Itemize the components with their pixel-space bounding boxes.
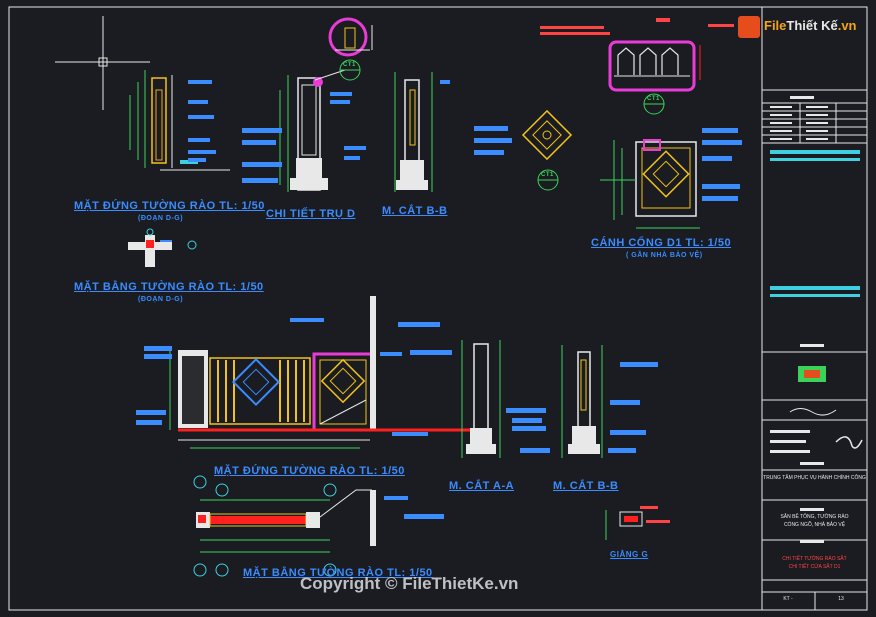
title-section-bb: M. CẮT B-B xyxy=(553,480,619,492)
tag-ct1-b-text: CT1 xyxy=(541,172,554,178)
gate-ornament-diamond xyxy=(521,109,573,161)
grid-axis-markers xyxy=(193,475,337,577)
detail-tag-ct1-b xyxy=(537,169,559,191)
filethietke-logo-icon xyxy=(738,16,760,38)
detail-tag-ct1-c xyxy=(643,93,665,115)
title-block-project-2: CỔNG NGÕ, NHÀ BẢO VỆ xyxy=(783,522,846,528)
title-block-org: TRUNG TÂM PHỤC VỤ HÀNH CHÍNH CÔNG xyxy=(763,475,866,481)
title-block-project-1: SÂN BÊ TÔNG, TƯỜNG RÀO xyxy=(780,514,849,520)
fence-elevation-drawing xyxy=(169,296,470,449)
filethietke-logo: FileThiết Kế.vn xyxy=(738,14,858,42)
title-pillar-detail: CHI TIẾT TRỤ D xyxy=(266,208,356,220)
logo-text-vn: .vn xyxy=(837,18,857,33)
tag-ct1-c-text: CT1 xyxy=(647,96,660,102)
section-aa-drawing xyxy=(461,340,501,458)
annotation-tags-ornament xyxy=(474,126,512,155)
title-section-bb-top: M. CẮT B-B xyxy=(382,205,448,217)
beam-g-drawing xyxy=(605,506,670,540)
signature-scribble xyxy=(835,436,863,449)
title-beam-g: GIẰNG G xyxy=(610,550,649,559)
annotation-tags-dg xyxy=(188,80,216,162)
gate-leaf-d1-drawing xyxy=(600,139,700,229)
title-fence-plan: MẶT BẰNG TƯỜNG RÀO TL: 1/50 xyxy=(243,567,433,579)
title-block-placeholder-text xyxy=(770,96,828,543)
subtitle-gate-leaf: ( GẦN NHÀ BẢO VỆ) xyxy=(626,252,703,259)
annotation-tags-sections xyxy=(506,362,658,453)
signature-mark xyxy=(789,408,837,416)
title-block-bands xyxy=(770,150,860,297)
section-bb-top-drawing xyxy=(394,72,450,192)
title-block-sheet-2: CHI TIẾT CỬA SẮT D1 xyxy=(788,564,841,570)
logo-text-file: File xyxy=(764,18,787,33)
title-block-sheet-number: 13 xyxy=(838,596,844,602)
logo-text-thietke: Thiết Kế xyxy=(786,18,838,33)
fence-elevation-dg-drawing xyxy=(129,70,230,171)
annotation-tags-fence xyxy=(136,318,452,436)
title-section-aa: M. CẮT A-A xyxy=(449,480,515,492)
title-gate-leaf: CÁNH CỔNG D1 TL: 1/50 xyxy=(591,237,732,249)
copyright-watermark: Copyright © FileThietKe.vn xyxy=(300,574,519,593)
tag-ct1-a-text: CT1 xyxy=(343,62,356,68)
title-fence-elevation-dg: MẶT ĐỨNG TƯỜNG RÀO TL: 1/50 xyxy=(74,200,265,212)
title-fence-plan-dg: MẶT BẰNG TƯỜNG RÀO TL: 1/50 xyxy=(74,281,264,293)
subtitle-fence-elevation-dg: (ĐOẠN D-G) xyxy=(138,215,184,222)
annotation-tags-gate xyxy=(702,128,742,201)
crosshair-cursor-icon xyxy=(55,16,150,110)
company-logo xyxy=(798,366,826,382)
pillar-detail-d-drawing xyxy=(279,69,346,192)
cap-detail-highlight xyxy=(328,17,373,57)
fence-plan-drawing xyxy=(196,489,376,553)
section-bb-drawing xyxy=(561,345,603,458)
fence-plan-dg-drawing xyxy=(128,228,197,267)
spike-detail-highlight xyxy=(540,18,734,92)
annotation-tags-pillar xyxy=(242,92,366,183)
title-fence-elevation: MẶT ĐỨNG TƯỜNG RÀO TL: 1/50 xyxy=(214,465,405,477)
title-block-sheet-1: CHI TIẾT TƯỜNG RÀO SẮT xyxy=(782,556,847,562)
title-block xyxy=(761,6,868,611)
annotation-tags-plan xyxy=(384,496,444,519)
detail-tag-ct1-a xyxy=(339,59,361,81)
title-block-sheet-prefix: KT - xyxy=(783,596,793,602)
subtitle-fence-plan-dg: (ĐOẠN D-G) xyxy=(138,296,184,303)
